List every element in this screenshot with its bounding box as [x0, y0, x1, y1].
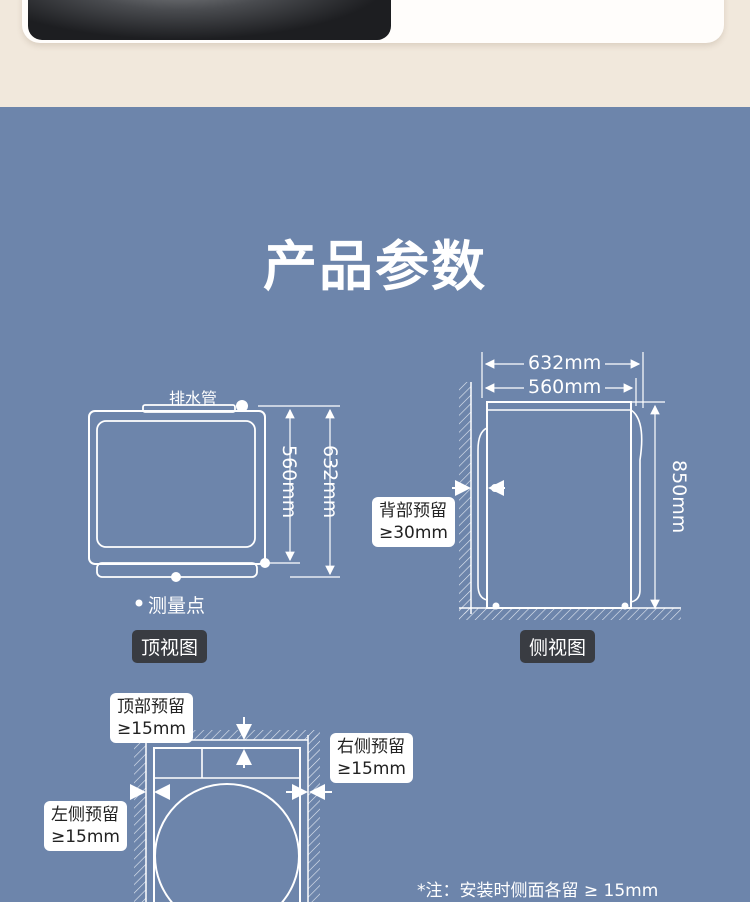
- side-view-body: [486, 401, 632, 609]
- side-view-tag: 侧视图: [520, 630, 596, 663]
- right-clearance-value: ≥15mm: [337, 759, 406, 779]
- side-wall-hatch: [459, 382, 471, 614]
- side-foot-2: [621, 602, 629, 610]
- measure-point-dot: [171, 572, 181, 582]
- side-height-label: 850mm: [668, 460, 690, 534]
- side-foot-1: [492, 602, 500, 610]
- drain-label: 排水管: [169, 389, 218, 408]
- side-depth-inner-label: 560mm: [524, 376, 606, 398]
- top-view-rim: [142, 404, 236, 413]
- measure-point-dot-2: [260, 558, 270, 568]
- side-floor-hatch: [459, 608, 681, 620]
- top-width-inner-label: 560mm: [278, 445, 300, 519]
- installation-note: *注：安装时侧面各留 ≥ 15mm: [417, 881, 659, 901]
- left-clearance-callout: 左侧预留 ≥15mm: [44, 801, 127, 851]
- drain-point: [236, 400, 248, 412]
- top-view-lid: [96, 420, 256, 548]
- side-depth-outer-label: 632mm: [524, 352, 606, 374]
- front-view-drawing: [130, 717, 332, 902]
- page-title: 产品参数: [263, 235, 487, 298]
- back-clearance-label: 背部预留: [379, 501, 447, 521]
- front-right-wall-hatch: [308, 735, 320, 902]
- top-clearance-label: 顶部预留: [117, 697, 185, 717]
- top-clearance-callout: 顶部预留 ≥15mm: [110, 693, 193, 743]
- top-clearance-value: ≥15mm: [117, 719, 186, 739]
- right-clearance-label: 右侧预留: [337, 737, 405, 757]
- top-view-body: [88, 410, 266, 565]
- back-clearance-callout: 背部预留 ≥30mm: [372, 497, 455, 547]
- product-photo: [28, 0, 391, 40]
- top-view-tag: 顶视图: [132, 630, 208, 663]
- left-clearance-value: ≥15mm: [51, 827, 120, 847]
- front-left-wall-hatch: [134, 735, 146, 902]
- right-clearance-callout: 右侧预留 ≥15mm: [330, 733, 413, 783]
- front-top-wall-hatch: [134, 730, 320, 740]
- back-clearance-value: ≥30mm: [379, 523, 448, 543]
- measure-point-label: 测量点: [148, 595, 206, 617]
- left-clearance-label: 左侧预留: [51, 805, 119, 825]
- front-door: [154, 783, 300, 902]
- legend-dot: [135, 599, 143, 607]
- front-view-body: [153, 747, 301, 902]
- top-view-drawing: [88, 400, 340, 582]
- top-width-outer-label: 632mm: [319, 445, 341, 519]
